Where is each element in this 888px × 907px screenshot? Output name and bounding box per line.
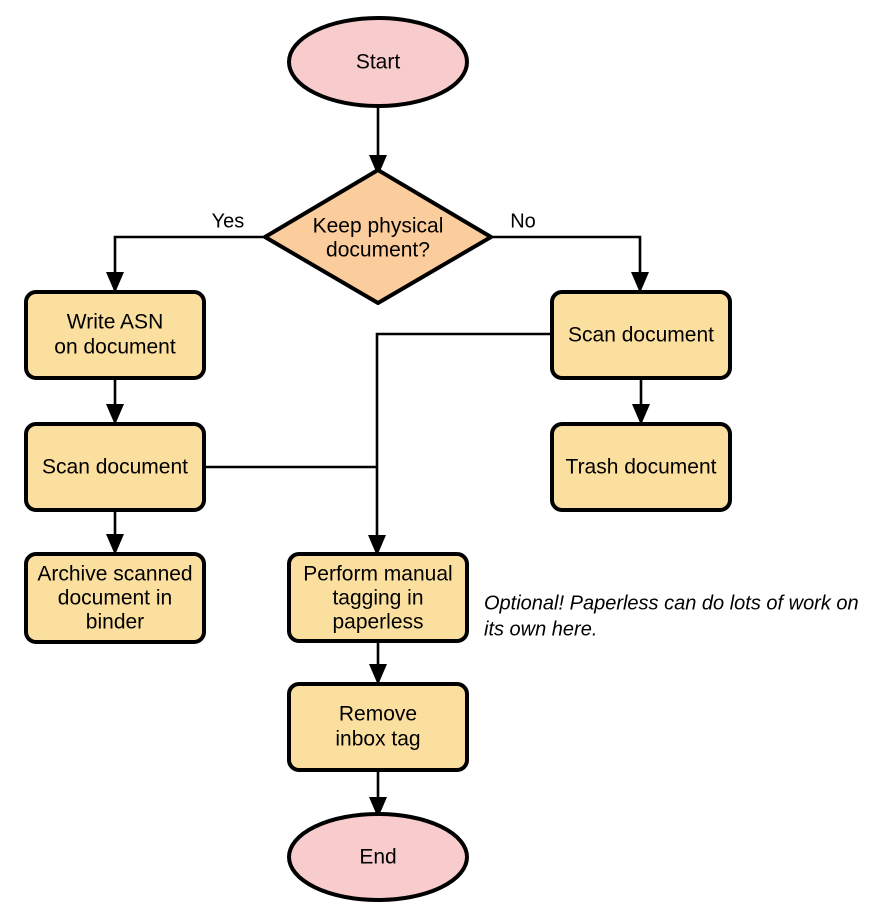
tagging-box[interactable] (287, 552, 469, 643)
write-asn-label-line2: on document (54, 336, 176, 359)
edge-scan-left-to-archive (106, 511, 124, 555)
node-write-asn-on-document[interactable]: Write ASN on document (24, 290, 206, 380)
arrow-head-icon (369, 664, 387, 685)
scan-left-label: Scan document (42, 456, 188, 479)
edge-line (492, 235, 642, 284)
arrow-head-icon (106, 404, 124, 425)
write-asn-label-line1: Write ASN (67, 311, 163, 334)
edge-line (113, 235, 264, 284)
end-label: End (359, 846, 396, 869)
optional-note-line1: Optional! Paperless can do lots of work … (484, 592, 859, 614)
start-ellipse[interactable] (287, 16, 469, 108)
archive-box[interactable] (24, 552, 206, 644)
write-asn-box[interactable] (24, 290, 206, 380)
node-scan-document-right[interactable]: Scan document (550, 290, 732, 380)
node-scan-document-left[interactable]: Scan document (24, 422, 206, 512)
edge-label-yes: Yes (212, 210, 245, 232)
trash-box[interactable] (550, 422, 732, 512)
arrow-head-icon (106, 272, 124, 293)
annotation-optional-note: Optional! Paperless can do lots of work … (484, 592, 859, 640)
node-perform-manual-tagging[interactable]: Perform manual tagging in paperless (287, 552, 469, 643)
remove-inbox-label-line2: inbox tag (335, 728, 420, 751)
edge-label-no: No (510, 210, 536, 232)
edge-tagging-to-remove-inbox (369, 641, 387, 685)
tagging-label-line2: tagging in (332, 587, 423, 610)
edge-scan-right-to-tagging (368, 332, 552, 556)
edge-remove-inbox-to-end (369, 770, 387, 818)
archive-label-line2: document in (58, 587, 172, 610)
edge-scan-right-to-trash (632, 378, 650, 425)
trash-label: Trash document (566, 456, 717, 479)
remove-inbox-label-line1: Remove (339, 703, 417, 726)
end-ellipse[interactable] (287, 812, 469, 902)
edge-decision-to-scan-right (492, 235, 649, 293)
node-start[interactable]: Start (287, 16, 469, 108)
scan-right-box[interactable] (550, 290, 732, 380)
decision-label-line1: Keep physical (313, 215, 444, 238)
arrow-head-icon (368, 535, 386, 556)
node-end[interactable]: End (287, 812, 469, 902)
arrow-head-icon (632, 404, 650, 425)
optional-note-line2: its own here. (484, 618, 597, 640)
node-decision-keep-physical-document[interactable]: Keep physical document? (263, 168, 493, 305)
decision-label-line2: document? (326, 239, 430, 262)
edge-decision-to-write-asn (106, 235, 264, 293)
decision-diamond[interactable] (263, 168, 493, 305)
edge-write-asn-to-scan-left (106, 378, 124, 425)
arrow-head-icon (369, 797, 387, 818)
edge-start-to-decision (369, 104, 387, 176)
archive-label-line1: Archive scanned (37, 563, 192, 586)
arrow-head-icon (369, 155, 387, 176)
tagging-label-line1: Perform manual (303, 563, 452, 586)
archive-label-line3: binder (86, 611, 144, 634)
scan-right-label: Scan document (568, 324, 714, 347)
node-remove-inbox-tag[interactable]: Remove inbox tag (287, 682, 469, 772)
node-archive-scanned-document[interactable]: Archive scanned document in binder (24, 552, 206, 644)
remove-inbox-box[interactable] (287, 682, 469, 772)
arrow-head-icon (631, 272, 649, 293)
node-trash-document[interactable]: Trash document (550, 422, 732, 512)
start-label: Start (356, 51, 401, 74)
arrow-head-icon (106, 534, 124, 555)
edge-line (375, 332, 552, 546)
tagging-label-line3: paperless (332, 611, 423, 634)
scan-left-box[interactable] (24, 422, 206, 512)
